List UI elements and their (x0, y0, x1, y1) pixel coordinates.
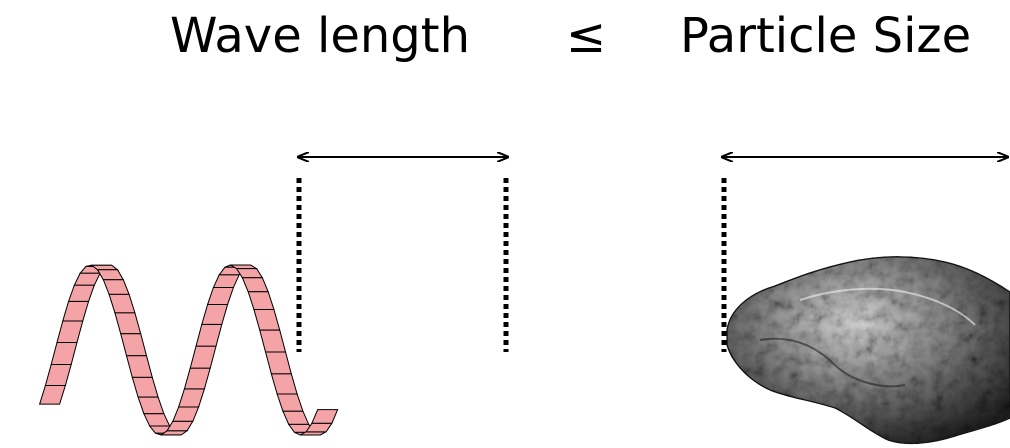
ribbon-segment (259, 329, 287, 353)
ribbon-segment (166, 420, 194, 432)
ribbon-segment (282, 410, 310, 425)
ribbon-segment (131, 376, 159, 398)
particle-rock-icon (726, 256, 1010, 445)
ribbon-segment (44, 363, 72, 387)
wavelength-measure (296, 157, 508, 352)
ribbon-segment (143, 413, 171, 427)
ribbon-segment (120, 333, 148, 357)
ribbon-segment (201, 303, 229, 325)
ribbon-segment (305, 422, 333, 433)
ribbon-segment (73, 272, 101, 286)
ribbon-segment (67, 284, 96, 302)
particle-size-label: Particle Size (680, 8, 972, 64)
ribbon-segment (50, 341, 78, 365)
ribbon-segment (270, 373, 298, 395)
ribbon-segment (264, 351, 292, 375)
less-or-equal-operator: ≤ (566, 8, 607, 64)
ribbon-segment (189, 345, 217, 369)
ribbon-segment (276, 393, 304, 412)
ribbon-segment (108, 293, 136, 314)
ribbon-segment (56, 320, 84, 343)
ribbon-segment (247, 291, 275, 311)
ribbon-segment (311, 409, 339, 424)
ribbon-segment (241, 277, 269, 293)
ribbon-segment (195, 323, 223, 347)
ribbon-segment (102, 279, 130, 295)
ribbon-segment (114, 312, 142, 335)
ribbon-segment (172, 406, 200, 422)
ribbon-segment (253, 309, 281, 331)
ribbon-segment (177, 388, 206, 408)
wave-length-label: Wave length (170, 8, 470, 64)
ribbon-segment (125, 355, 153, 378)
ribbon-segment (183, 367, 211, 390)
particle-size-measure (722, 157, 1008, 352)
ribbon-segment (62, 300, 90, 322)
title-row: Wave length ≤ Particle Size (0, 0, 1010, 80)
ribbon-segment (235, 268, 264, 279)
ribbon-segment (206, 287, 235, 305)
ribbon-segment (137, 396, 165, 415)
ribbon-segment (38, 385, 67, 405)
wave-ribbon-icon (38, 264, 339, 436)
ribbon-segment (212, 274, 240, 289)
ribbon-segment (96, 269, 125, 281)
